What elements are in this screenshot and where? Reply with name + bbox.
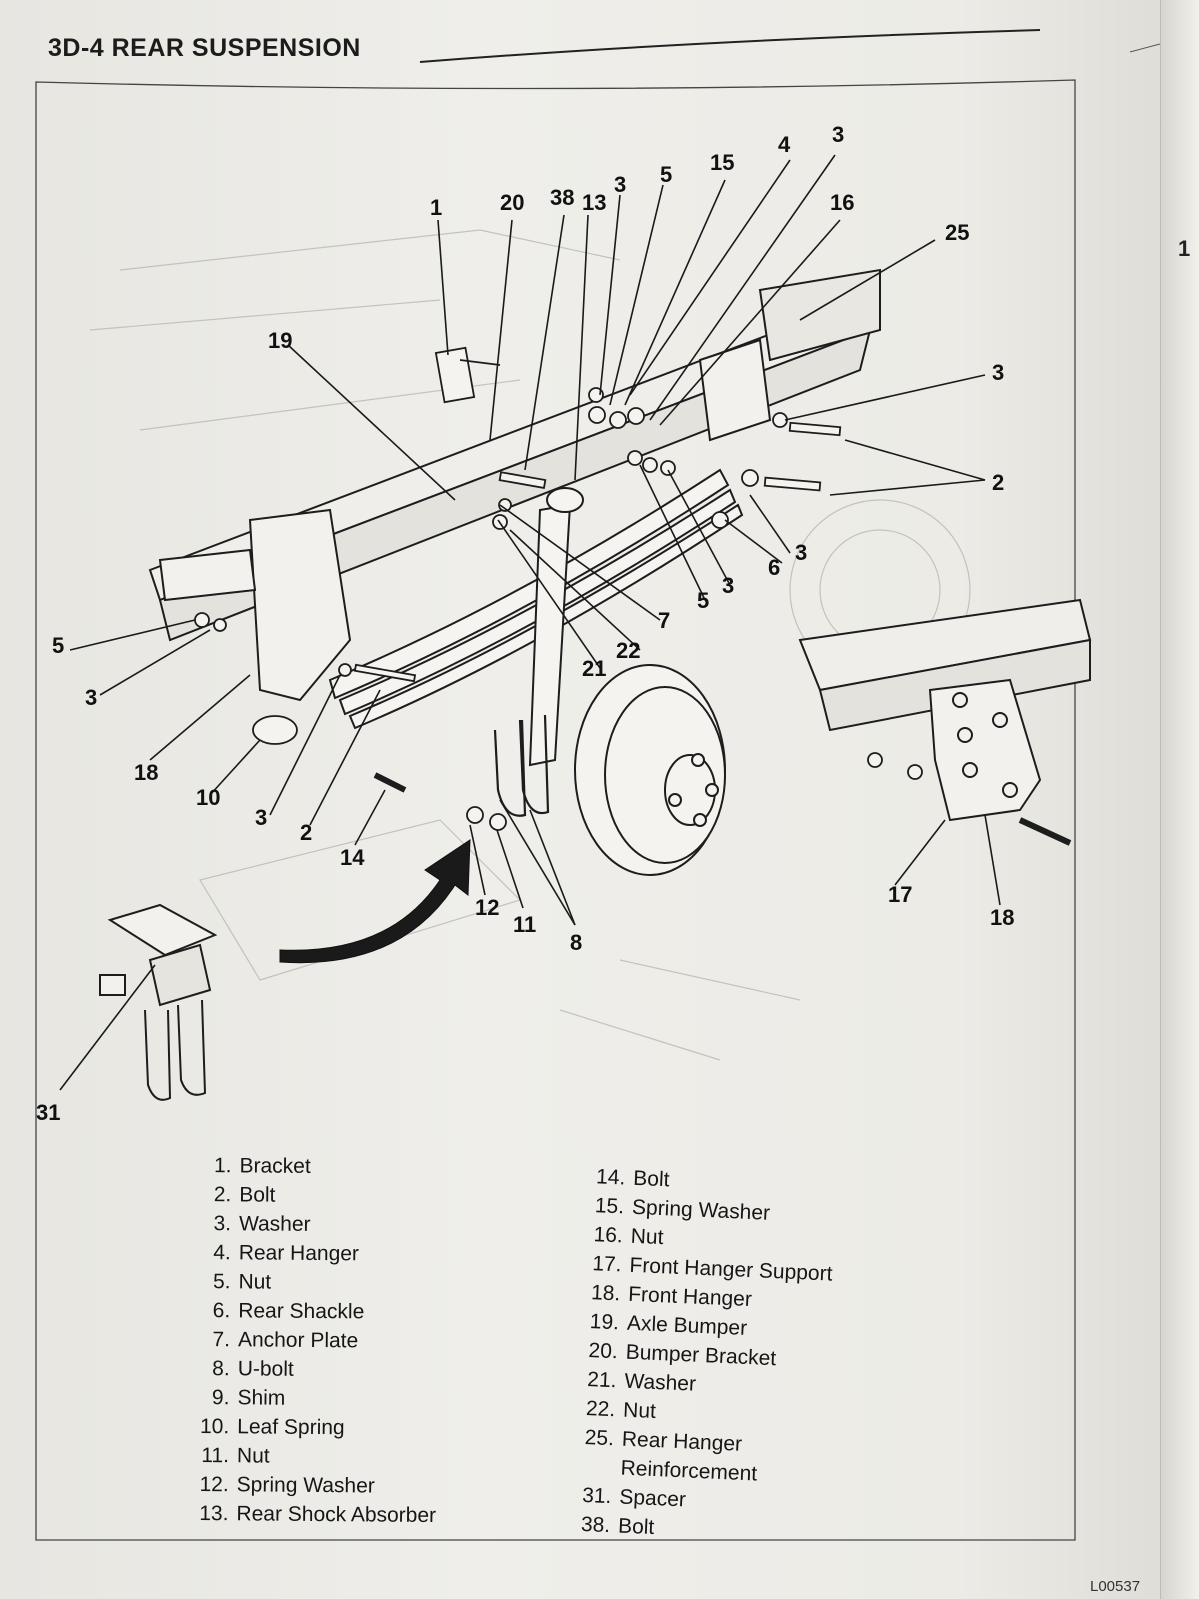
legend-row: 3.Washer bbox=[213, 1212, 311, 1236]
legend-row: 7.Anchor Plate bbox=[212, 1328, 359, 1353]
callout-3: 3 bbox=[722, 573, 734, 598]
parts-legend-left: 1.Bracket 2.Bolt 3.Washer 4.Rear Hanger … bbox=[194, 1151, 439, 1530]
callout-3: 3 bbox=[832, 122, 844, 147]
front-hanger-support bbox=[928, 678, 1042, 822]
detail-arrow bbox=[279, 839, 471, 964]
parts-legend-right: 14.Bolt 15.Spring Washer 16.Nut 17.Front… bbox=[576, 1162, 837, 1549]
callout-11: 11 bbox=[513, 912, 536, 937]
legend-row: 9.Shim bbox=[211, 1386, 286, 1410]
callout-18: 18 bbox=[134, 760, 158, 785]
legend-row: 6.Rear Shackle bbox=[212, 1299, 365, 1324]
leaf-spring bbox=[328, 468, 744, 730]
callout-3: 3 bbox=[992, 360, 1004, 385]
brake-drum bbox=[574, 664, 726, 876]
callout-31: 31 bbox=[36, 1100, 60, 1125]
callout-3: 3 bbox=[614, 172, 626, 197]
callout-5: 5 bbox=[660, 162, 672, 187]
callout-2: 2 bbox=[300, 820, 312, 845]
callout-22: 22 bbox=[616, 638, 640, 663]
callout-3: 3 bbox=[795, 540, 807, 565]
callout-labels: 1 20 38 13 3 5 15 4 3 16 25 19 3 2 3 6 3… bbox=[36, 122, 1014, 1125]
callout-21: 21 bbox=[582, 656, 606, 681]
callout-4: 4 bbox=[778, 132, 791, 157]
callout-15: 15 bbox=[710, 150, 734, 175]
callout-5: 5 bbox=[52, 633, 64, 658]
callout-20: 20 bbox=[500, 190, 524, 215]
page-title: 3D-4 REAR SUSPENSION bbox=[48, 34, 361, 62]
callout-18: 18 bbox=[990, 905, 1014, 930]
inset-spacer-detail bbox=[99, 903, 218, 1101]
callout-10: 10 bbox=[196, 785, 220, 810]
legend-row: 11.Nut bbox=[201, 1443, 270, 1468]
legend-row: 4.Rear Hanger bbox=[213, 1241, 360, 1266]
side-page-number: 1 bbox=[1178, 236, 1191, 261]
callout-1: 1 bbox=[430, 195, 442, 220]
callout-16: 16 bbox=[830, 190, 854, 215]
callout-38: 38 bbox=[550, 185, 574, 210]
legend-row: 1.Bracket bbox=[213, 1154, 311, 1178]
callout-13: 13 bbox=[582, 190, 606, 215]
callout-12: 12 bbox=[475, 895, 499, 920]
legend-row: 13.Rear Shock Absorber bbox=[199, 1501, 437, 1528]
legend-row: 12.Spring Washer bbox=[199, 1472, 375, 1498]
leader-lines bbox=[59, 154, 1001, 1091]
callout-6: 6 bbox=[768, 555, 780, 580]
callout-3: 3 bbox=[85, 685, 97, 710]
front-hanger bbox=[158, 508, 352, 702]
next-page-edge bbox=[1160, 0, 1199, 1599]
figure-id: L00537 bbox=[1090, 1578, 1141, 1595]
callout-17: 17 bbox=[888, 882, 912, 907]
fasteners bbox=[194, 346, 1072, 846]
callout-25: 25 bbox=[945, 220, 969, 245]
u-bolt bbox=[493, 714, 550, 817]
legend-row: 5.Nut bbox=[212, 1270, 272, 1294]
callout-3: 3 bbox=[255, 805, 267, 830]
legend-row: 2.Bolt bbox=[213, 1183, 276, 1207]
callout-8: 8 bbox=[570, 930, 582, 955]
figure-border bbox=[35, 79, 1076, 1541]
callout-2: 2 bbox=[992, 470, 1004, 495]
legend-row: 10.Leaf Spring bbox=[199, 1414, 345, 1440]
legend-row: 8.U-bolt bbox=[212, 1357, 294, 1381]
rear-shock-absorber bbox=[528, 487, 584, 767]
callout-5: 5 bbox=[697, 588, 709, 613]
callout-14: 14 bbox=[340, 845, 365, 870]
callout-19: 19 bbox=[268, 328, 292, 353]
header-rule bbox=[419, 29, 1041, 63]
callout-7: 7 bbox=[658, 608, 670, 633]
rear-hanger bbox=[698, 268, 881, 442]
